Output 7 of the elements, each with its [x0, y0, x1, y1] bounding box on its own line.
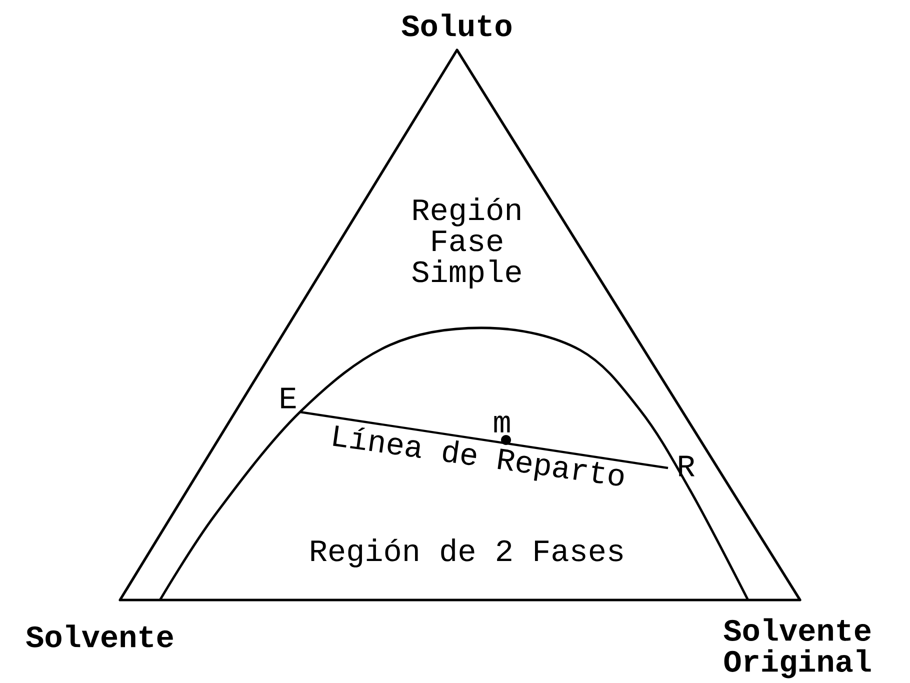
diagram-label: Soluto — [402, 14, 512, 36]
diagram-label: m — [494, 416, 510, 432]
diagram-label: Solvente Original — [724, 618, 871, 678]
diagram-label: Región Fase Simple — [412, 198, 521, 288]
diagram-label: Región de 2 Fases — [311, 538, 623, 568]
diagram-label: E — [281, 388, 296, 408]
diagram-label: Solvente — [26, 624, 173, 648]
